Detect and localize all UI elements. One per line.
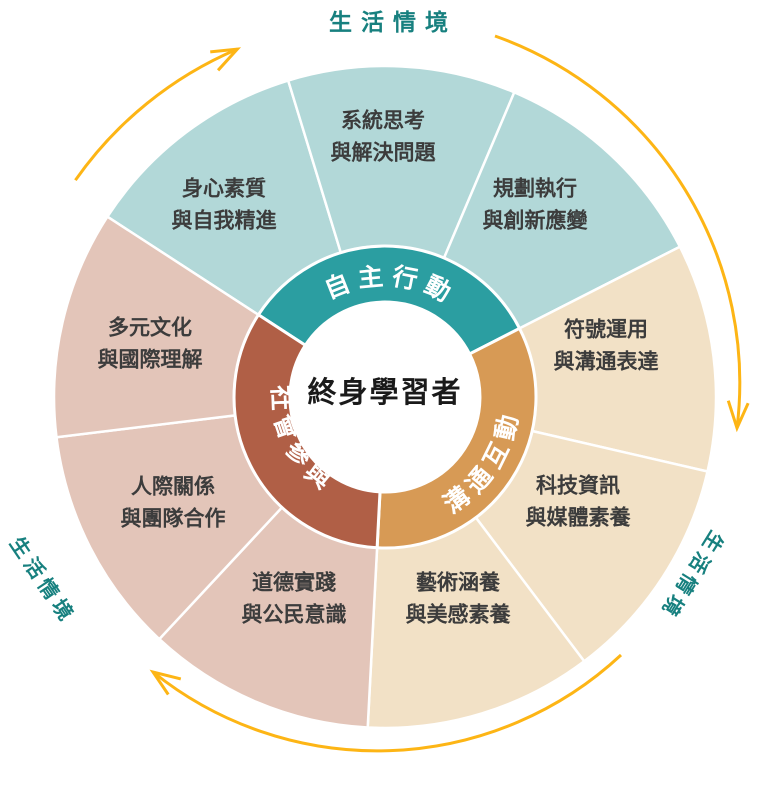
segment-label-line1: 身心素質 [182, 177, 266, 201]
segment-label-line1: 規劃執行 [493, 177, 577, 201]
segment-label-systems-thinking: 系統思考 與解決問題 [331, 109, 437, 165]
segment-labels: 身心素質 與自我精進 系統思考 與解決問題 規劃執行 與創新應變 符號運用 與溝… [98, 109, 659, 627]
segment-label-line2: 與公民意識 [242, 603, 347, 627]
segment-label-multicultural-international: 多元文化 與國際理解 [98, 316, 203, 372]
outer-segments [52, 64, 718, 730]
segment-label-line2: 與國際理解 [98, 348, 203, 372]
segment-label-line2: 與美感素養 [406, 603, 512, 627]
segment-label-moral-citizenship: 道德實踐 與公民意識 [242, 571, 347, 627]
context-label-top: 生活情境 [329, 9, 457, 35]
segment-label-line2: 與溝通表達 [554, 350, 659, 374]
segment-label-line2: 與團隊合作 [121, 507, 226, 531]
center-circle [290, 302, 480, 492]
context-arrow-right [494, 34, 750, 433]
segment-label-body-mind: 身心素質 與自我精進 [172, 177, 277, 233]
segment-label-line1: 系統思考 [341, 109, 425, 133]
segment-label-line1: 道德實踐 [252, 571, 336, 595]
segment-label-line1: 藝術涵養 [416, 571, 501, 595]
segment-label-art-aesthetics: 藝術涵養 與美感素養 [406, 571, 512, 627]
segment-label-line2: 與自我精進 [172, 209, 277, 233]
context-arrow-bottom [149, 653, 623, 753]
context-arrows [74, 34, 750, 753]
segment-label-line1: 多元文化 [108, 316, 192, 340]
segment-label-symbol-communication: 符號運用 與溝通表達 [554, 318, 659, 374]
segment-label-tech-media: 科技資訊 與媒體素養 [526, 474, 632, 530]
segment-label-line1: 人際關係 [131, 475, 215, 499]
segment-label-line1: 符號運用 [564, 318, 648, 342]
segment-label-interpersonal-teamwork: 人際關係 與團隊合作 [121, 475, 226, 531]
segment-label-line2: 與解決問題 [331, 141, 437, 165]
context-label-bottom-left: 生活情境 [5, 532, 81, 628]
segment-label-planning-innovation: 規劃執行 與創新應變 [483, 177, 589, 233]
center-label: 終身學習者 [307, 375, 462, 409]
segment-label-line2: 與媒體素養 [526, 506, 632, 530]
context-arrow-top-left [74, 47, 242, 182]
segment-label-line1: 科技資訊 [536, 474, 620, 498]
segment-label-line2: 與創新應變 [483, 209, 589, 233]
